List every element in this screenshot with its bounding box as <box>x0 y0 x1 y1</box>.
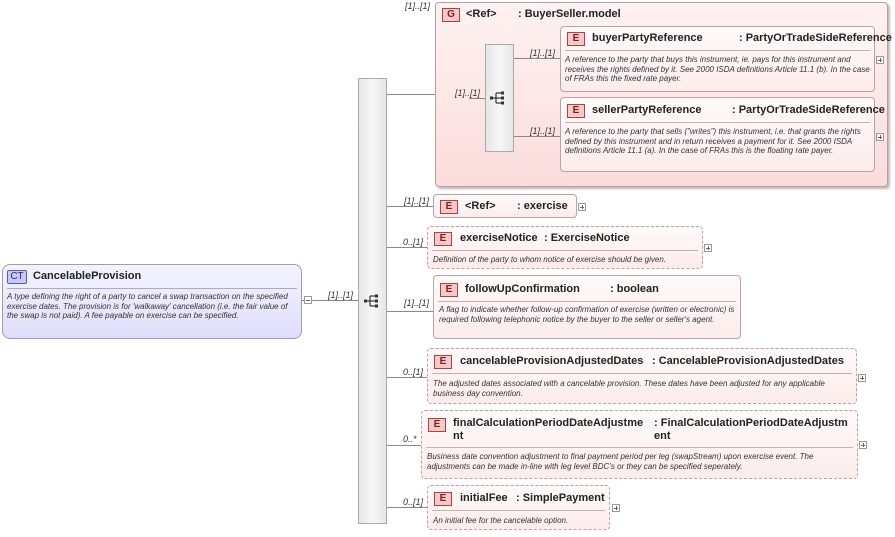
followUp-cardinality: [1]..[1] <box>404 298 430 308</box>
finalCalc-cardinality: 0..* <box>403 434 417 444</box>
element-description: A reference to the party that buys this … <box>565 55 870 83</box>
expand-icon[interactable] <box>612 504 620 512</box>
complex-type-badge: CT <box>7 270 27 284</box>
exerciseNotice-cardinality: 0..[1] <box>403 237 424 247</box>
element-sellerPartyReference[interactable]: E sellerPartyReference : PartyOrTradeSid… <box>560 97 885 172</box>
connector-seq-to-initialFee <box>387 507 427 508</box>
sequence-icon <box>364 294 378 308</box>
element-name: exerciseNotice <box>460 232 538 244</box>
expand-icon[interactable] <box>578 203 586 211</box>
element-description: A flag to indicate whether follow-up con… <box>439 305 735 324</box>
adjustedDates-cardinality: 0..[1] <box>403 367 424 377</box>
connector-group-seq-to-buyer <box>514 58 560 59</box>
element-type: : ExerciseNotice <box>544 232 630 244</box>
element-badge: E <box>440 283 458 297</box>
connector-seq-to-group <box>387 94 435 95</box>
group-ref-label: <Ref> <box>466 8 497 20</box>
element-type-line2: ent <box>654 430 671 442</box>
element-badge: E <box>434 355 452 369</box>
element-name: buyerPartyReference <box>592 32 703 44</box>
sequence-cardinality: [1]..[1] <box>328 290 354 300</box>
group-sequence-icon <box>490 91 504 105</box>
element-separator <box>438 301 736 302</box>
element-description: Business date convention adjustment to f… <box>427 452 814 471</box>
element-type-line1: : FinalCalculationPeriodDateAdjustm <box>654 417 848 429</box>
element-name: followUpConfirmation <box>465 283 580 295</box>
collapse-icon[interactable] <box>304 296 312 304</box>
element-exerciseNotice[interactable]: E exerciseNotice : ExerciseNotice Defini… <box>427 226 703 269</box>
element-name-line1: finalCalculationPeriodDateAdjustme <box>453 417 644 429</box>
connector-seq-to-exerciseNotice <box>387 247 427 248</box>
expand-icon[interactable] <box>858 374 866 382</box>
group-badge: G <box>442 8 460 22</box>
element-name: initialFee <box>460 492 508 504</box>
buyer-cardinality: [1]..[1] <box>530 48 556 58</box>
connector-seq-to-finalCalc <box>387 445 421 446</box>
connector-ct-to-seq <box>302 300 358 301</box>
element-description: The adjusted dates associated with a can… <box>433 379 825 398</box>
element-separator <box>565 50 870 51</box>
element-initialFee[interactable]: E initialFee : SimplePayment An initial … <box>427 485 610 530</box>
element-separator <box>426 447 853 448</box>
element-badge: E <box>434 232 452 246</box>
complex-type-box[interactable]: CT CancelableProvision A type defining t… <box>2 264 302 339</box>
expand-icon[interactable] <box>876 56 884 64</box>
group-sequence-cardinality: [1]..[1] <box>455 88 481 98</box>
element-name-line2: nt <box>453 430 464 442</box>
complex-type-description: A type defining the right of a party to … <box>7 292 288 320</box>
expand-icon[interactable] <box>859 441 867 449</box>
element-type: : boolean <box>610 283 659 295</box>
element-name: sellerPartyReference <box>592 104 702 116</box>
element-separator <box>565 122 870 123</box>
connector-seq-to-exercise <box>387 206 433 207</box>
element-description: An initial fee for the cancelable option… <box>433 516 569 525</box>
group-sequence-compositor[interactable] <box>485 44 514 152</box>
element-finalCalculationPeriodDateAdjustment[interactable]: E finalCalculationPeriodDateAdjustme nt … <box>421 410 858 479</box>
expand-icon[interactable] <box>704 244 712 252</box>
element-name: cancelableProvisionAdjustedDates <box>460 355 644 367</box>
connector-seq-to-followUp <box>387 311 433 312</box>
expand-icon[interactable] <box>876 133 884 141</box>
element-separator <box>432 510 605 511</box>
element-separator <box>432 250 698 251</box>
element-separator <box>432 373 852 374</box>
element-description: Definition of the party to whom notice o… <box>433 255 667 264</box>
element-type: : PartyOrTradeSideReference <box>739 32 892 44</box>
element-badge: E <box>440 200 458 214</box>
seller-cardinality: [1]..[1] <box>530 126 556 136</box>
element-type: : exercise <box>517 200 568 212</box>
element-type: : PartyOrTradeSideReference <box>732 104 885 116</box>
group-cardinality: [1]..[1] <box>405 1 431 11</box>
element-badge: E <box>428 418 446 432</box>
connector-group-to-seq <box>469 98 485 99</box>
element-cancelableProvisionAdjustedDates[interactable]: E cancelableProvisionAdjustedDates : Can… <box>427 348 857 404</box>
complex-type-name: CancelableProvision <box>33 270 142 282</box>
element-description: A reference to the party that sells ("wr… <box>565 127 861 155</box>
element-ref-label: <Ref> <box>465 200 496 212</box>
element-type: : CancelableProvisionAdjustedDates <box>652 355 844 367</box>
group-type: : BuyerSeller.model <box>518 8 621 20</box>
element-followUpConfirmation[interactable]: E followUpConfirmation : boolean A flag … <box>433 275 741 339</box>
element-badge: E <box>567 104 585 118</box>
connector-group-seq-to-seller <box>514 136 560 137</box>
element-buyerPartyReference[interactable]: E buyerPartyReference : PartyOrTradeSide… <box>560 26 892 92</box>
exercise-cardinality: [1]..[1] <box>404 196 430 206</box>
element-badge: E <box>434 492 452 506</box>
complex-type-separator <box>7 288 297 289</box>
element-type: : SimplePayment <box>516 492 605 504</box>
connector-seq-to-adjustedDates <box>387 377 427 378</box>
element-exercise[interactable]: E <Ref> : exercise <box>433 194 577 218</box>
initialFee-cardinality: 0..[1] <box>403 497 424 507</box>
element-badge: E <box>567 32 585 46</box>
